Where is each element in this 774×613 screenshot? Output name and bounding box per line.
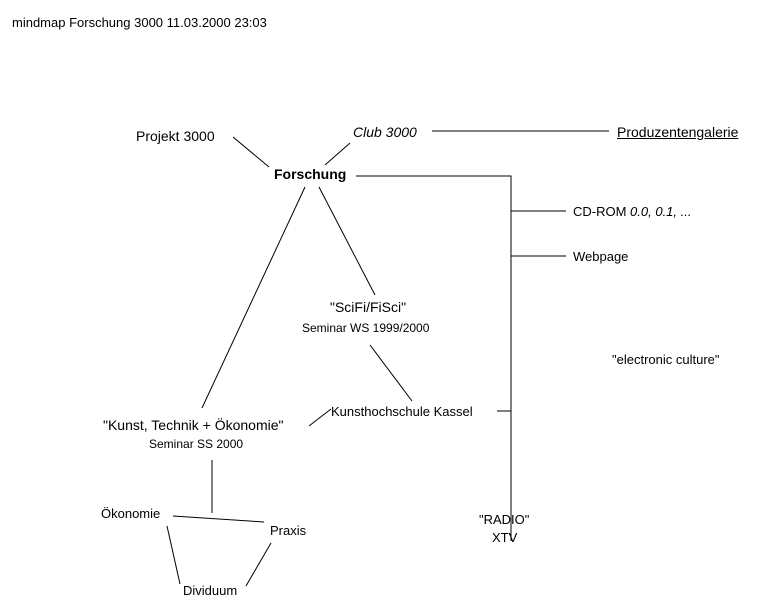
line-projekt-forschung: [232, 136, 270, 168]
cdrom-label: CD-ROM: [573, 204, 631, 219]
node-scifi-seminar: Seminar WS 1999/2000: [302, 321, 430, 335]
line-oekonomie-praxis: [172, 515, 265, 523]
node-scifi-fisci: "SciFi/FiSci": [330, 299, 407, 315]
node-cdrom: CD-ROM 0.0, 0.1, ...: [573, 205, 691, 218]
line-forschung-scifi: [318, 186, 376, 296]
page-title: mindmap Forschung 3000 11.03.2000 23:03: [12, 15, 267, 30]
link-produzentengalerie[interactable]: Produzentengalerie: [617, 124, 739, 140]
node-club-3000: Club 3000: [353, 124, 417, 140]
node-projekt-3000: Projekt 3000: [136, 128, 215, 144]
node-oekonomie: Ökonomie: [101, 506, 161, 521]
line-kunsthochschule-kunst: [308, 408, 332, 427]
node-kunst-seminar: Seminar SS 2000: [149, 437, 244, 451]
node-webpage: Webpage: [573, 249, 629, 264]
line-forschung-kunst: [201, 186, 306, 409]
cdrom-versions: 0.0, 0.1, ...: [630, 204, 692, 219]
line-club-forschung: [324, 142, 351, 166]
line-forschung-trunk: [356, 175, 512, 541]
line-scifi-kunsthochschule: [369, 344, 413, 402]
node-electronic-culture: "electronic culture": [612, 352, 720, 367]
line-praxis-dividuum: [245, 542, 272, 587]
line-oekonomie-dividuum: [166, 525, 181, 585]
node-kunsthochschule-kassel: Kunsthochschule Kassel: [331, 404, 473, 419]
node-xtv: XTV: [492, 530, 518, 545]
node-dividuum: Dividuum: [183, 583, 238, 598]
node-kunst-technik-oekonomie: "Kunst, Technik + Ökonomie": [103, 417, 284, 433]
node-forschung: Forschung: [274, 166, 347, 182]
node-praxis: Praxis: [270, 523, 307, 538]
node-radio: "RADIO": [479, 512, 530, 527]
